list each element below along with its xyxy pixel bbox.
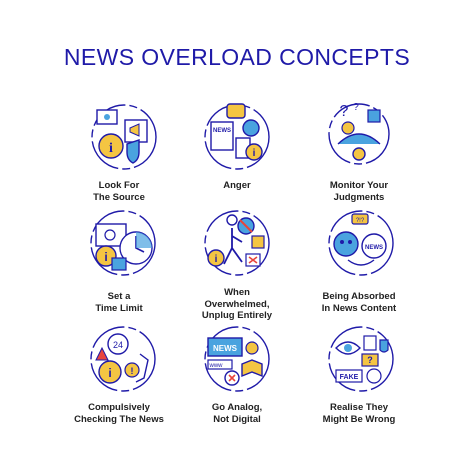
concept-text: When Overwhelmed, Unplug Entirely: [201, 287, 273, 321]
unplug-icon: i: [202, 208, 272, 278]
concept-label-wrong: Realise They Might Be Wrong: [289, 402, 429, 425]
svg-text:i: i: [109, 141, 113, 156]
concept-text: Compulsively Checking The News: [74, 402, 164, 425]
svg-text:i: i: [215, 254, 218, 265]
source-icon: i: [89, 102, 159, 172]
www-icon-text: www: [209, 363, 224, 369]
anger-icon: NEWS i: [202, 102, 272, 172]
svg-text:i: i: [104, 250, 107, 264]
concept-label-absorbed: Being Absorbed In News Content: [289, 291, 429, 314]
news-icon-text: NEWS: [213, 128, 231, 134]
svg-text:i: i: [253, 148, 256, 159]
svg-text:?: ?: [353, 102, 359, 113]
absorbed-icon: ?!? NEWS: [326, 208, 396, 278]
concept-label-anger: Anger: [167, 180, 307, 192]
concept-text: Go Analog, Not Digital: [211, 402, 263, 425]
time-limit-icon: i: [88, 208, 158, 278]
analog-icon: NEWS www: [202, 324, 272, 394]
concept-text: Monitor Your Judgments: [329, 180, 389, 203]
time-icon-text: 24: [113, 340, 123, 350]
wrong-icon: ? FAKE: [326, 324, 396, 394]
svg-text:!: !: [131, 366, 134, 376]
concept-label-checking: Compulsively Checking The News: [49, 402, 189, 425]
concept-label-unplug: When Overwhelmed, Unplug Entirely: [167, 287, 307, 322]
concept-label-analog: Go Analog, Not Digital: [167, 402, 307, 425]
concept-text: Set a Time Limit: [95, 291, 143, 314]
news-icon-text: NEWS: [213, 344, 238, 353]
svg-text:?: ?: [340, 103, 349, 120]
concept-text: Anger: [223, 180, 251, 191]
page-title: NEWS OVERLOAD CONCEPTS: [63, 44, 411, 70]
concept-text: Look For The Source: [93, 180, 145, 203]
checking-icon: 24 i !: [88, 324, 158, 394]
question-icon-text: ?!?: [356, 218, 365, 224]
svg-text:?: ?: [367, 355, 373, 365]
concept-label-source: Look For The Source: [49, 180, 189, 203]
fake-icon-text: FAKE: [340, 374, 359, 381]
concept-text: Being Absorbed In News Content: [321, 291, 397, 314]
concept-text: Realise They Might Be Wrong: [322, 402, 396, 425]
svg-text:i: i: [108, 366, 111, 380]
news-icon-text: NEWS: [365, 245, 383, 251]
concept-label-judgments: Monitor Your Judgments: [289, 180, 429, 203]
judgments-icon: ? ?: [324, 96, 394, 166]
concept-label-time-limit: Set a Time Limit: [49, 291, 189, 314]
